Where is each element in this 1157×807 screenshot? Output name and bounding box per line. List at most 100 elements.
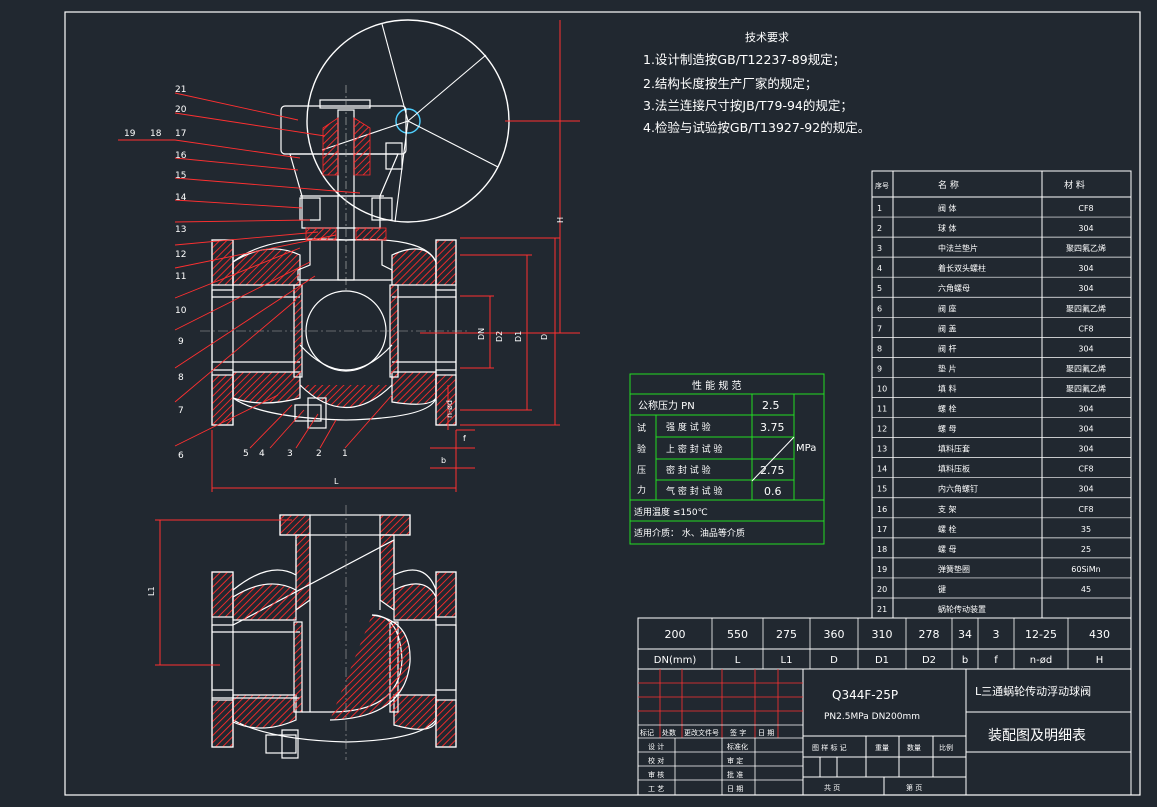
sign-mid: 审 定: [727, 756, 743, 765]
weight-label: 重量: [875, 744, 889, 752]
perf-test-char: 压: [637, 465, 646, 476]
dims-value: 278: [919, 628, 940, 641]
balloon: 5: [243, 449, 249, 459]
balloon: 15: [175, 171, 186, 181]
bom-material: 聚四氟乙烯: [1066, 383, 1106, 393]
balloon: 21: [175, 85, 186, 95]
balloon: 16: [175, 151, 187, 161]
bom-material: 304: [1078, 405, 1093, 414]
product-name: L三通蜗轮传动浮动球阀: [975, 684, 1091, 698]
dim-H: H: [556, 217, 565, 223]
sign-left: 校 对: [648, 756, 664, 765]
perf-test-char: 试: [637, 422, 646, 434]
balloon: 11: [175, 272, 186, 282]
balloon: 6: [178, 451, 184, 461]
bom-no: 3: [877, 244, 882, 253]
dim-nd: n-ød: [445, 400, 454, 418]
dimension-labels: H D D1 D2 DN n-ød f b L L1: [147, 217, 565, 596]
perf-row-label: 气 密 封 试 验: [666, 485, 722, 497]
bom-name: 填料压板: [938, 464, 970, 474]
gearbox: [280, 105, 407, 155]
sign-mid: 日 期: [727, 785, 743, 793]
bom-no: 19: [877, 565, 887, 574]
tech-line: 3.法兰连接尺寸按JB/T79-94的规定；: [643, 98, 853, 113]
bom-no: 6: [877, 304, 882, 313]
bom-no: 16: [877, 505, 887, 514]
bom-material: 304: [1078, 485, 1093, 494]
rev-label: 处数: [662, 728, 676, 737]
dim-f: f: [463, 434, 466, 443]
main-view: [200, 19, 510, 429]
tech-line: 1.设计制造按GB/T12237-89规定；: [643, 52, 845, 67]
bom-name: 螺 母: [938, 544, 957, 554]
bom-name: 阀 杆: [938, 343, 957, 353]
bom-name: 阀 盖: [938, 323, 957, 333]
balloon: 7: [178, 406, 184, 416]
dims-value: 310: [872, 628, 893, 641]
bom-material: 304: [1078, 344, 1093, 353]
bom-name: 螺 母: [938, 424, 957, 434]
dims-label: n-ød: [1030, 655, 1052, 666]
bom-material: 60SiMn: [1071, 565, 1100, 574]
sign-mid: 批 准: [727, 770, 743, 779]
sign-left: 工 艺: [648, 785, 664, 793]
bom-no: 7: [877, 324, 882, 333]
dims-label: D2: [922, 655, 936, 666]
hatch-regions: [305, 117, 387, 241]
bom-no: 8: [877, 344, 882, 353]
stage-label: 图 样 标 记: [812, 743, 847, 752]
sign-left: 审 核: [648, 770, 664, 779]
balloon: 14: [175, 193, 187, 203]
dim-b: b: [441, 456, 446, 465]
perf-row-label: 强 度 试 验: [666, 421, 711, 433]
bom-material: 304: [1078, 425, 1093, 434]
bom-name: 内六角螺钉: [938, 484, 978, 494]
perf-unit: MPa: [796, 443, 816, 454]
perf-pn-value: 2.5: [762, 399, 780, 412]
bom-material: 304: [1078, 264, 1093, 273]
bom-no: 9: [877, 364, 882, 373]
bom-name: 球 体: [938, 223, 957, 233]
count-label: 数量: [907, 743, 921, 752]
tech-requirements: 技术要求 1.设计制造按GB/T12237-89规定； 2.结构长度按生产厂家的…: [643, 31, 870, 135]
dimension-lines: [155, 20, 580, 666]
bom-name: 弹簧垫圈: [938, 564, 970, 574]
bom-name: 阀 体: [938, 203, 957, 213]
balloon: 2: [316, 449, 322, 459]
bom-name: 填料压套: [938, 444, 970, 454]
tech-line: 2.结构长度按生产厂家的规定；: [643, 76, 817, 91]
dim-L: L: [334, 477, 339, 486]
bom-no: 17: [877, 525, 887, 534]
bom-name: 螺 栓: [938, 404, 957, 414]
bom-header-material: 材 料: [1064, 179, 1085, 191]
perf-row-value: 2.75: [760, 464, 785, 477]
bom-no: 20: [877, 585, 887, 594]
dims-label: DN(mm): [654, 655, 697, 666]
perf-pn-label: 公称压力 PN: [638, 399, 695, 412]
perf-title: 性 能 规 范: [692, 379, 742, 392]
bom-no: 12: [877, 425, 887, 434]
bom-name: 阀 座: [938, 303, 957, 313]
dims-value: 3: [993, 628, 1000, 641]
performance-table: 性 能 规 范 公称压力 PN 2.5 试 验 压 力 强 度 试 验 3.75…: [629, 373, 825, 545]
bom-material: CF8: [1078, 204, 1093, 213]
handwheel-hub: [395, 108, 421, 134]
perf-temp: 适用温度 ≤150℃: [634, 506, 708, 518]
bom-material: 304: [1078, 284, 1093, 293]
bom-name: 中法兰垫片: [938, 243, 978, 253]
scale-label: 比例: [939, 743, 953, 752]
balloon: 1: [342, 449, 348, 459]
bom-header-name: 名 称: [938, 179, 959, 191]
title-block: 标记 处数 更改文件号 签 字 日 期 设 计 校 对 审 核 工 艺 标准化 …: [637, 668, 1132, 796]
rev-label: 日 期: [758, 729, 774, 737]
dims-label: L1: [781, 655, 793, 666]
balloon: 9: [178, 337, 184, 347]
bonnet: [297, 239, 393, 281]
balloon: 8: [178, 373, 184, 383]
dim-D: D: [540, 334, 549, 340]
bracket: [289, 153, 399, 229]
sheet-no: 第 页: [906, 783, 922, 792]
dims-label: b: [962, 655, 968, 666]
dim-D2: D2: [495, 331, 504, 342]
